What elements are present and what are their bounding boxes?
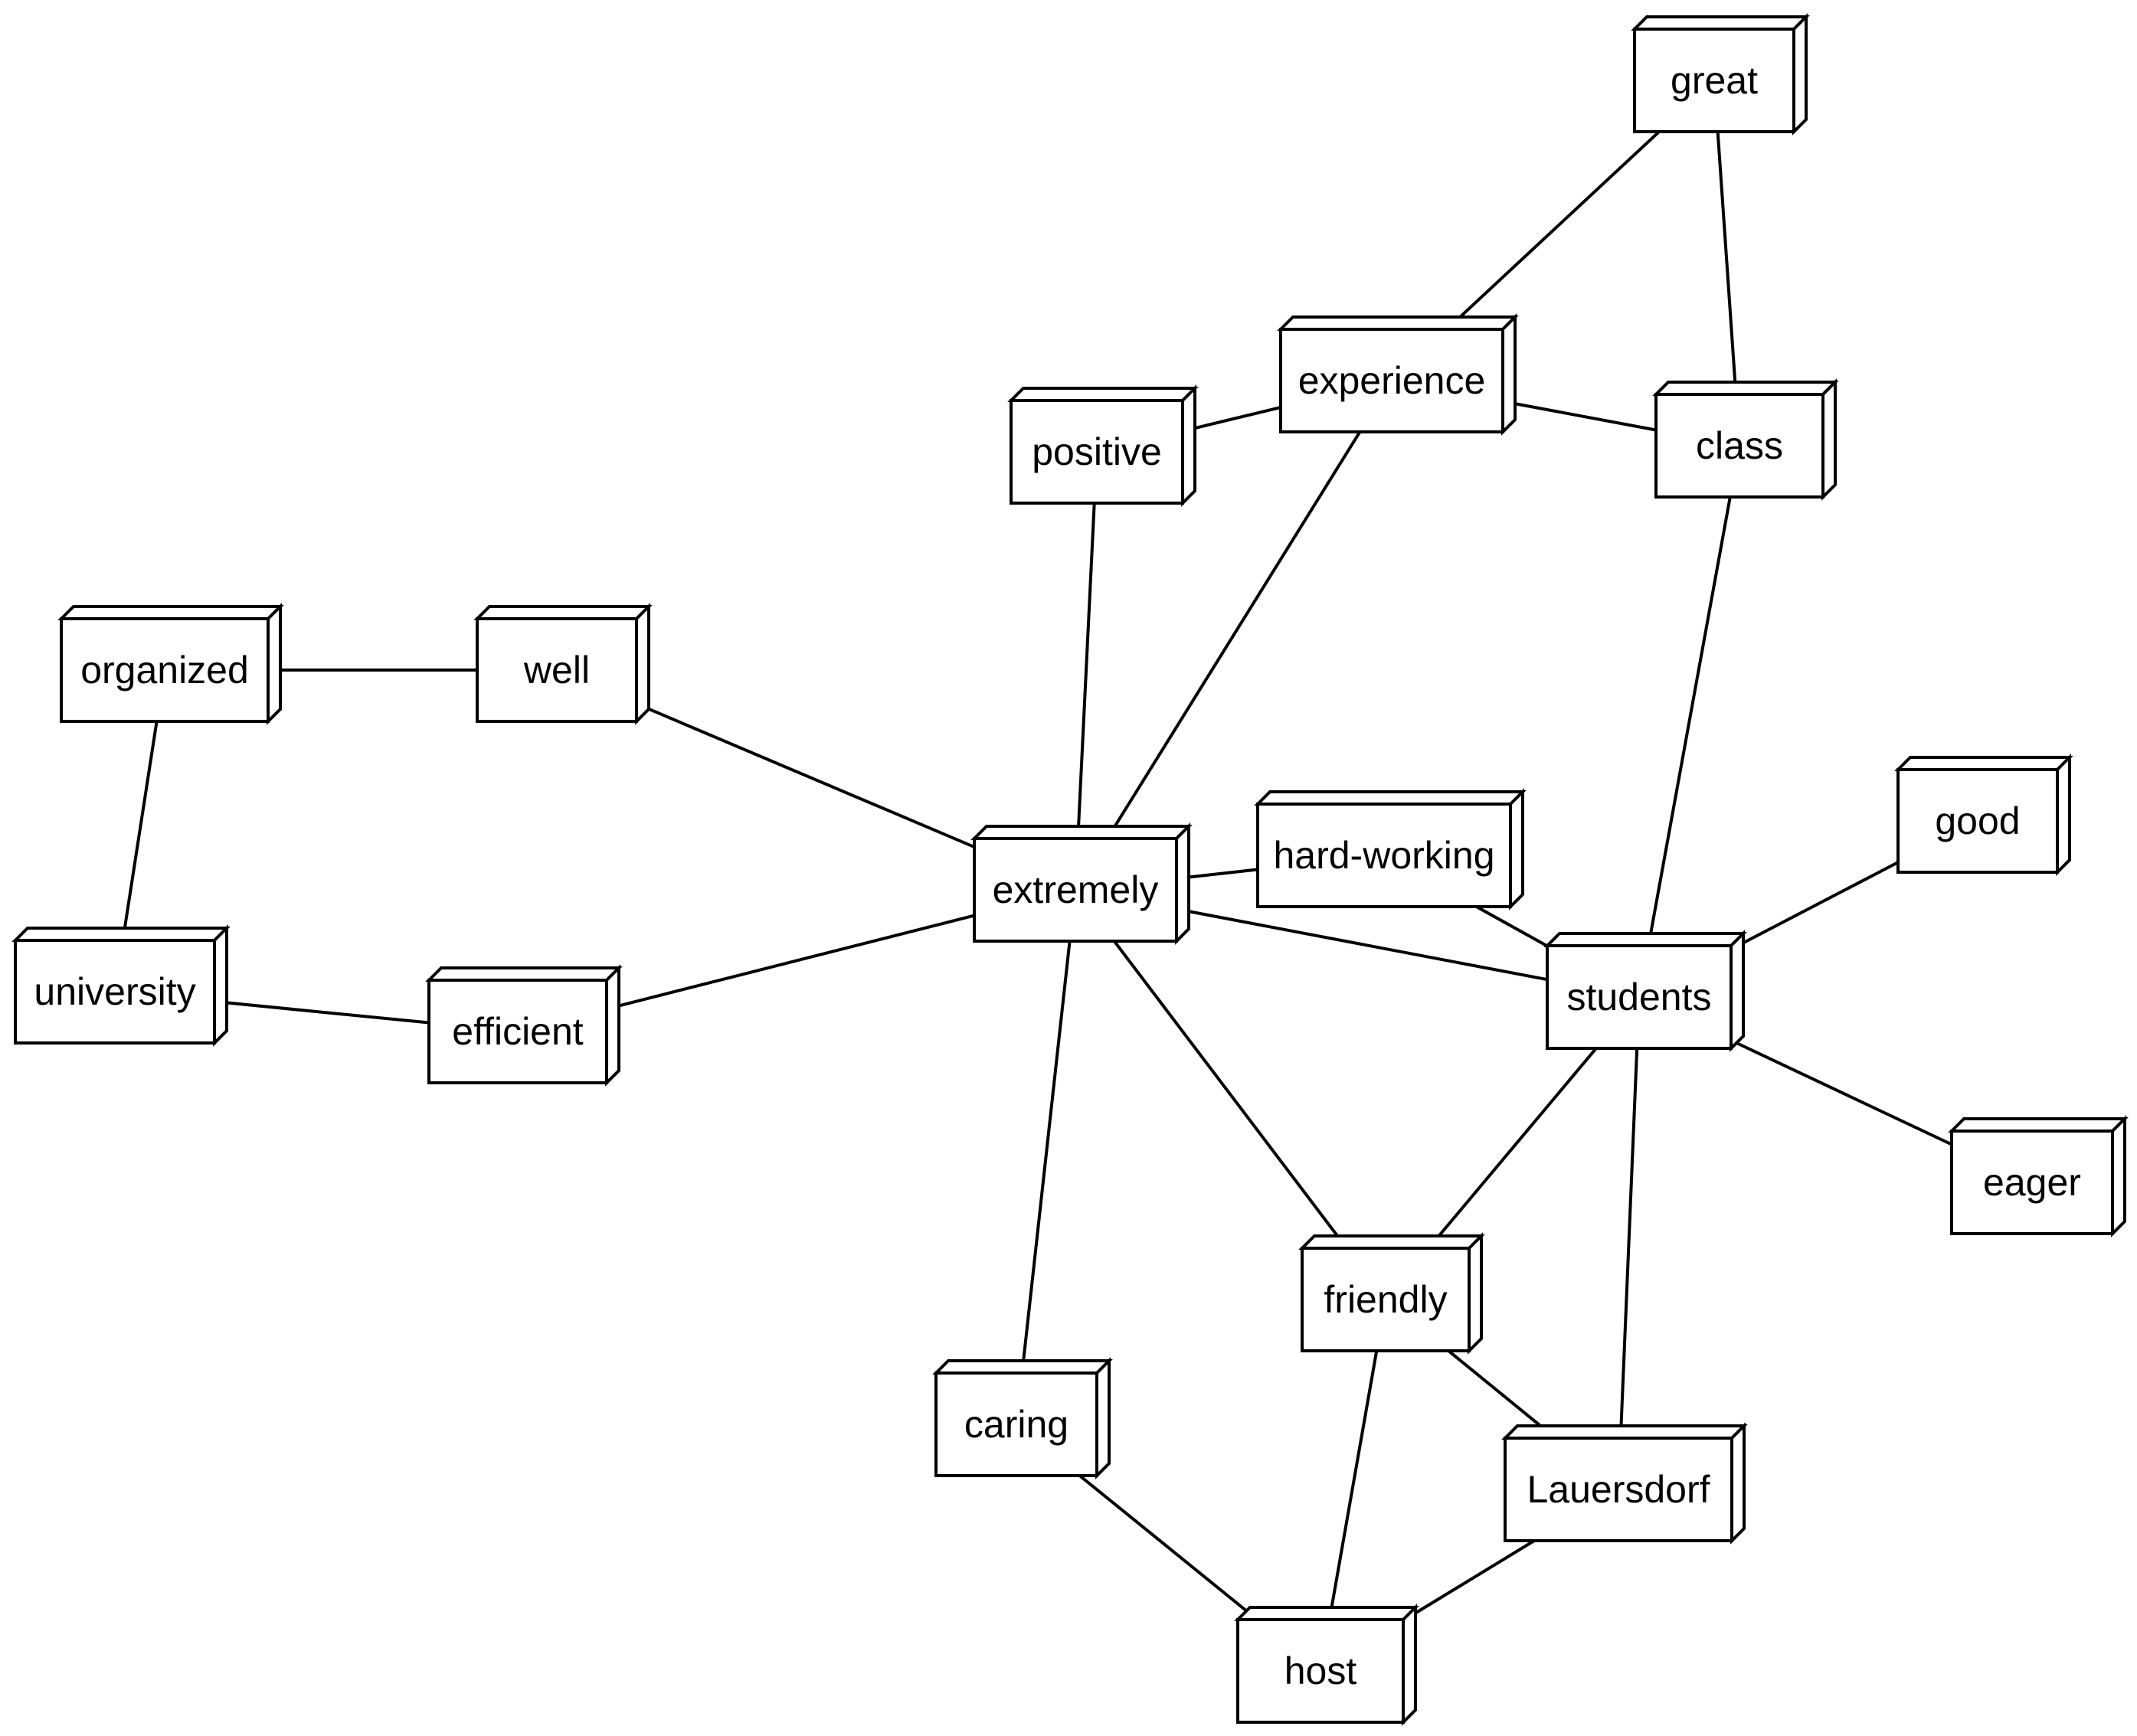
node-front-face <box>973 837 1178 943</box>
node-extremely[interactable]: extremely <box>970 822 1193 945</box>
node-label-extremely: extremely <box>993 868 1159 911</box>
node-top-face <box>1631 15 1810 31</box>
node-front-face <box>1504 1437 1733 1542</box>
node-label-well: well <box>523 649 590 691</box>
node-label-hard-working: hard-working <box>1273 834 1494 877</box>
node-front-face <box>1654 393 1824 499</box>
node-Lauersdorf[interactable]: Lauersdorf <box>1501 1422 1748 1545</box>
node-side-face <box>1821 378 1837 501</box>
node-top-face <box>932 1359 1113 1375</box>
node-side-face <box>2111 1115 2126 1237</box>
node-top-face <box>1501 1424 1748 1440</box>
node-friendly[interactable]: friendly <box>1298 1232 1485 1355</box>
node-top-face <box>57 605 284 620</box>
node-host[interactable]: host <box>1234 1604 1419 1726</box>
node-front-face <box>476 617 638 723</box>
node-hard-working[interactable]: hard-working <box>1254 788 1527 911</box>
node-top-face <box>1543 932 1747 947</box>
nodes-layer: great experience class positive organized wel… <box>11 13 2129 1726</box>
node-label-class: class <box>1696 424 1783 467</box>
node-side-face <box>1181 384 1196 507</box>
edge-experience-extremely <box>1074 379 1393 891</box>
node-side-face <box>1730 1422 1746 1545</box>
node-front-face <box>1950 1130 2114 1235</box>
node-experience[interactable]: experience <box>1277 313 1519 436</box>
node-university[interactable]: university <box>11 924 231 1047</box>
node-front-face <box>1236 1618 1405 1724</box>
node-front-face <box>1256 803 1512 908</box>
node-top-face <box>473 605 653 620</box>
node-front-face <box>14 939 216 1045</box>
node-top-face <box>1948 1117 2129 1133</box>
node-top-face <box>1652 381 1839 396</box>
node-side-face <box>1402 1604 1417 1726</box>
node-top-face <box>11 927 231 942</box>
node-class[interactable]: class <box>1652 378 1839 501</box>
edge-positive-extremely <box>1074 451 1098 891</box>
node-caring[interactable]: caring <box>932 1357 1113 1479</box>
edge-extremely-friendly <box>1074 888 1387 1301</box>
node-front-face <box>1896 768 2059 874</box>
node-label-good: good <box>1935 799 2020 842</box>
node-well[interactable]: well <box>473 603 653 725</box>
node-label-experience: experience <box>1298 359 1486 402</box>
edge-extremely-caring <box>1015 889 1077 1425</box>
node-side-face <box>605 964 620 1087</box>
node-label-Lauersdorf: Lauersdorf <box>1527 1468 1710 1511</box>
node-side-face <box>1792 13 1808 136</box>
node-side-face <box>267 603 282 725</box>
node-top-face <box>1277 315 1519 331</box>
node-top-face <box>1894 756 2073 771</box>
node-front-face <box>934 1371 1098 1477</box>
node-top-face <box>1234 1606 1419 1621</box>
node-side-face <box>1509 788 1524 911</box>
node-good[interactable]: good <box>1894 754 2073 876</box>
node-front-face <box>1633 28 1795 133</box>
node-side-face <box>213 924 228 1047</box>
node-label-caring: caring <box>964 1403 1068 1446</box>
node-label-positive: positive <box>1032 430 1162 473</box>
edge-students-Lauersdorf <box>1617 996 1641 1490</box>
node-front-face <box>1546 944 1733 1050</box>
node-great[interactable]: great <box>1631 13 1810 136</box>
edge-class-students <box>1638 445 1741 998</box>
node-front-face <box>1010 399 1184 505</box>
node-side-face <box>1175 822 1190 945</box>
node-label-friendly: friendly <box>1324 1278 1447 1321</box>
node-side-face <box>1501 313 1517 436</box>
node-label-host: host <box>1284 1649 1357 1692</box>
node-top-face <box>1254 790 1527 806</box>
node-top-face <box>1298 1234 1485 1250</box>
node-eager[interactable]: eager <box>1948 1115 2129 1237</box>
node-positive[interactable]: positive <box>1007 384 1199 507</box>
node-organized[interactable]: organized <box>57 603 284 725</box>
node-label-eager: eager <box>1983 1161 2081 1204</box>
node-efficient[interactable]: efficient <box>425 964 623 1087</box>
node-side-face <box>2056 754 2071 876</box>
node-side-face <box>1468 1232 1483 1355</box>
node-label-efficient: efficient <box>452 1010 584 1053</box>
node-students[interactable]: students <box>1543 930 1747 1052</box>
node-front-face <box>427 979 608 1084</box>
node-label-university: university <box>34 970 195 1013</box>
node-top-face <box>970 825 1193 840</box>
node-top-face <box>425 966 623 982</box>
node-label-great: great <box>1671 59 1758 102</box>
node-label-students: students <box>1566 976 1711 1018</box>
node-top-face <box>1007 387 1199 402</box>
node-front-face <box>60 617 270 723</box>
node-label-organized: organized <box>80 649 249 691</box>
node-front-face <box>1301 1247 1471 1352</box>
node-side-face <box>1095 1357 1111 1479</box>
node-side-face <box>635 603 650 725</box>
node-front-face <box>1279 328 1504 433</box>
node-side-face <box>1730 930 1745 1052</box>
